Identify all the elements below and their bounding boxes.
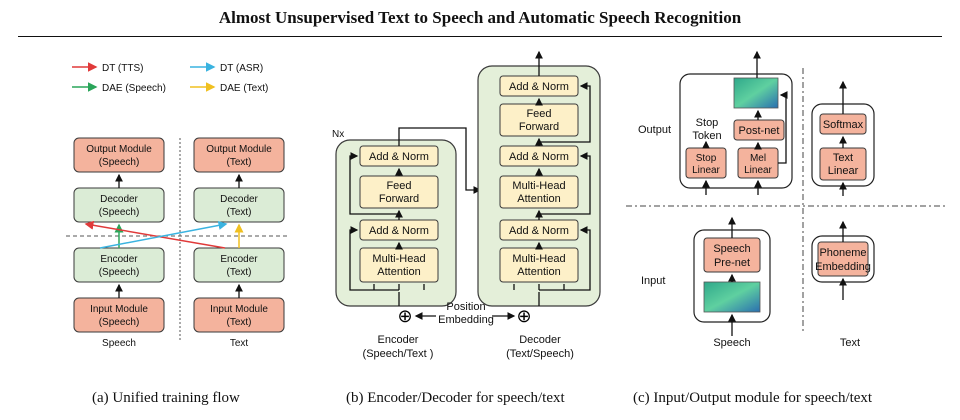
dec-add-norm-mid-label: Add & Norm	[509, 151, 569, 163]
input-module-speech-label: Input Module	[90, 304, 148, 315]
input-module-text-label: Input Module	[210, 304, 268, 315]
output-module-speech-label: Output Module	[86, 144, 152, 155]
enc-mha-sub: Attention	[377, 266, 420, 278]
output-module-text	[193, 137, 285, 173]
paper-title: Almost Unsupervised Text to Speech and A…	[218, 8, 742, 27]
encoder-label: Encoder	[378, 334, 419, 346]
text-linear-label: Text	[833, 152, 853, 164]
legend-dt-asr: DT (ASR)	[220, 63, 263, 74]
decoder-label: Decoder	[519, 334, 561, 346]
legend-dt-tts: DT (TTS)	[102, 63, 143, 74]
phoneme-sub: Embedding	[815, 261, 871, 273]
encoder-to-decoder-arrow	[398, 127, 482, 194]
mel-linear-label: Mel	[750, 153, 766, 164]
text-column-label: Text	[230, 338, 249, 349]
dec-cross-attn-sub: Attention	[517, 193, 560, 205]
enc-mha-label: Multi-Head	[372, 253, 425, 265]
output-module-speech-sub: (Speech)	[99, 157, 140, 168]
phoneme-label: Phoneme	[819, 247, 866, 259]
panel-a-unified-training-flow: DT (TTS) DT (ASR) DAE (Speech) DAE (Text…	[66, 62, 290, 349]
dec-attn-inputs	[513, 284, 565, 290]
speech-input-label: Speech	[713, 337, 750, 349]
speech-prenet-label: Speech	[713, 243, 750, 255]
output-label: Output	[638, 124, 671, 136]
decoder-speech-sub: (Speech)	[99, 207, 140, 218]
decoder-speech-label: Decoder	[100, 194, 138, 205]
encoder-text-sub: (Text)	[227, 267, 252, 278]
dec-add-norm-top-label: Add & Norm	[509, 81, 569, 93]
output-module-text-sub: (Text)	[227, 157, 252, 168]
output-spectrogram-image	[733, 77, 779, 109]
dec-self-attn-label: Multi-Head	[512, 253, 565, 265]
input-label: Input	[641, 275, 665, 287]
encoder-text-label: Encoder	[220, 254, 258, 265]
dt-tts-arrow	[84, 220, 226, 249]
dec-add-norm-bottom-label: Add & Norm	[509, 225, 569, 237]
encoder-sub: (Speech/Text )	[363, 348, 434, 360]
decoder-plus-icon: ⊕	[516, 306, 531, 326]
encoder-speech-sub: (Speech)	[99, 267, 140, 278]
stop-linear-sub: Linear	[692, 165, 720, 176]
decoder-text-sub: (Text)	[227, 207, 252, 218]
text-linear-sub: Linear	[828, 165, 859, 177]
output-module-text-label: Output Module	[206, 144, 272, 155]
legend-dae-speech: DAE (Speech)	[102, 83, 166, 94]
caption-b: (b) Encoder/Decoder for speech/text	[346, 390, 565, 406]
dec-cross-attn-label: Multi-Head	[512, 180, 565, 192]
speech-prenet-sub: Pre-net	[714, 257, 750, 269]
mel-residual-arrow	[778, 91, 788, 164]
postnet-box	[733, 119, 785, 141]
enc-ff-sub: Forward	[379, 193, 419, 205]
decoder-sub: (Text/Speech)	[506, 348, 574, 360]
encoder-plus-icon: ⊕	[397, 306, 412, 326]
encoder-speech-label: Encoder	[100, 254, 138, 265]
softmax-label: Softmax	[823, 119, 864, 131]
dec-residual-mid	[539, 152, 591, 215]
dt-asr-arrow	[99, 220, 228, 249]
dec-ff-sub: Forward	[519, 121, 559, 133]
stop-linear-label: Stop	[696, 153, 717, 164]
mel-linear-sub: Linear	[744, 165, 772, 176]
input-spectrogram-image	[703, 281, 761, 313]
position-embedding-label: Position	[446, 301, 485, 313]
postnet-label: Post-net	[739, 125, 780, 137]
panel-c-io-modules: Output Input Stop Token Post-net Stop Li…	[626, 50, 945, 349]
dec-ff-label: Feed	[526, 108, 551, 120]
nx-label: Nx	[332, 129, 344, 140]
legend-dae-text: DAE (Text)	[220, 83, 268, 94]
input-module-speech-sub: (Speech)	[99, 317, 140, 328]
caption-a: (a) Unified training flow	[92, 390, 240, 406]
legend: DT (TTS) DT (ASR) DAE (Speech) DAE (Text…	[72, 62, 268, 94]
speech-column-label: Speech	[102, 338, 136, 349]
stop-token-label: Stop	[696, 117, 719, 129]
dec-residual-top	[539, 82, 591, 143]
enc-residual-top	[349, 152, 399, 215]
panel-b-encoder-decoder: Nx Add & Norm Feed Forward Add & Norm Mu…	[332, 50, 601, 360]
title-rule	[18, 36, 942, 37]
enc-attn-inputs	[373, 284, 425, 290]
position-embedding-sub: Embedding	[438, 314, 494, 326]
stop-token-sub: Token	[692, 130, 721, 142]
output-module-speech	[73, 137, 165, 173]
dec-self-attn-sub: Attention	[517, 266, 560, 278]
input-module-text-sub: (Text)	[227, 317, 252, 328]
enc-ff-label: Feed	[386, 180, 411, 192]
enc-add-norm-top-label: Add & Norm	[369, 151, 429, 163]
text-input-label: Text	[840, 337, 860, 349]
enc-add-norm-bottom-label: Add & Norm	[369, 225, 429, 237]
caption-c: (c) Input/Output module for speech/text	[633, 390, 873, 406]
decoder-text-label: Decoder	[220, 194, 258, 205]
